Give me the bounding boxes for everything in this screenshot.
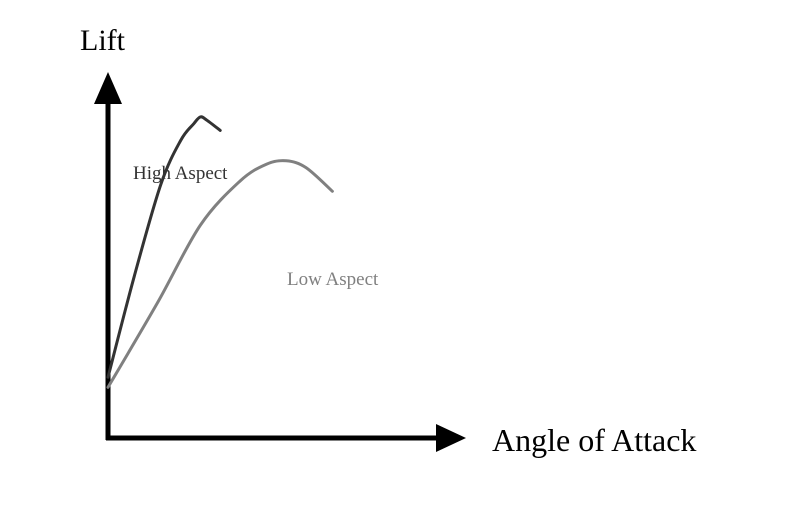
x-axis-arrowhead [436, 424, 466, 452]
series-line-low-aspect [106, 159, 334, 389]
x-axis-label: Angle of Attack [492, 422, 696, 458]
series-line-high-aspect [106, 115, 222, 379]
y-axis-arrowhead [94, 72, 122, 104]
series-label-high-aspect: High Aspect [133, 163, 228, 184]
y-axis-label: Lift [80, 24, 126, 57]
series-label-low-aspect: Low Aspect [287, 269, 379, 290]
